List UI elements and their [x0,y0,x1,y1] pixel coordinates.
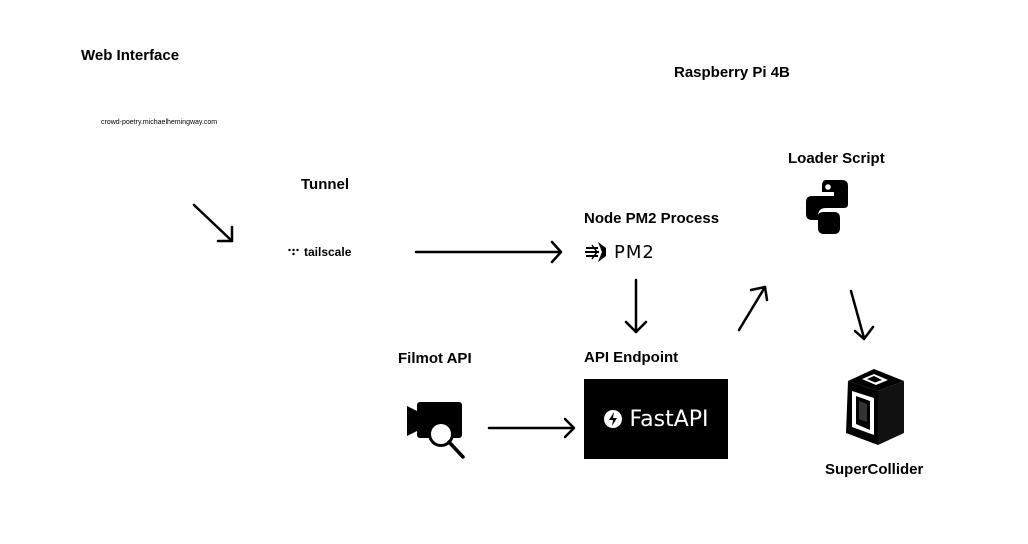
video-search-icon [407,402,465,459]
api-endpoint-label: API Endpoint [584,349,679,366]
tailscale-logo: tailscale [288,245,351,259]
pm2-text: PM2 [614,241,655,263]
web-interface-label: Web Interface [81,47,180,64]
arrow-filmot-to-api [487,417,576,439]
arrow-tunnel-to-pm2 [414,240,563,264]
tailscale-dots-icon [288,248,299,256]
filmot-api-label: Filmot API [398,350,472,367]
supercollider-label: SuperCollider [825,461,924,478]
fastapi-text: FastAPI [629,406,709,432]
raspberry-pi-label: Raspberry Pi 4B [674,64,790,81]
web-url-text: crowd-poetry.michaelhemingway.com [101,119,218,126]
lightning-bolt-icon [604,410,623,428]
pm2-emblem-icon [585,242,606,262]
arrow-pm2-to-api [624,278,648,334]
pm2-label: Node PM2 Process [584,210,720,227]
arrow-web-to-tunnel [192,203,234,243]
arrow-loader-to-supercollider [849,289,875,341]
fastapi-logo: FastAPI [584,379,728,459]
tunnel-label: Tunnel [301,176,350,193]
pm2-logo: PM2 [584,240,655,264]
loader-script-label: Loader Script [788,150,885,167]
arrow-api-to-loader [737,285,769,332]
tailscale-text: tailscale [304,245,352,259]
supercollider-logo-icon [846,369,904,445]
python-logo-icon [806,180,848,234]
